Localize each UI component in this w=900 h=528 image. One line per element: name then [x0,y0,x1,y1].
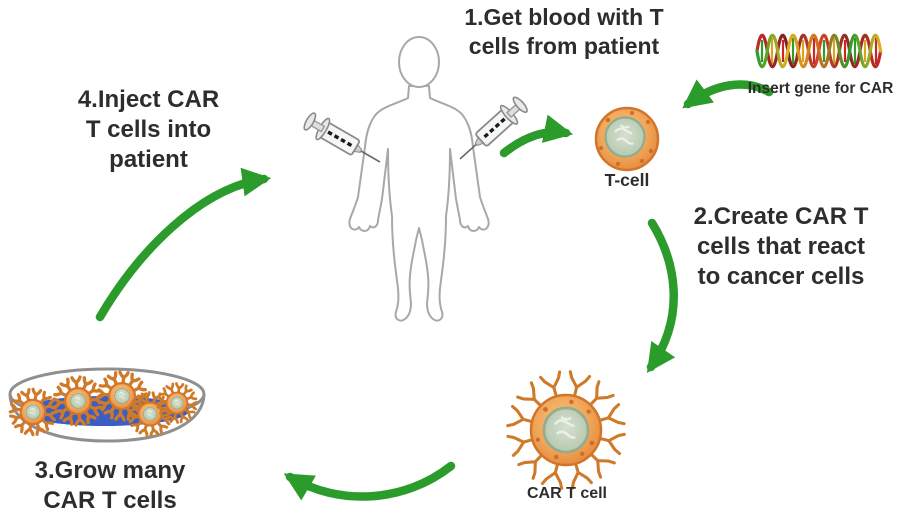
t-cell-caption: T-cell [604,170,650,190]
human-body-icon [348,36,490,322]
grown-car-t-cells [7,370,199,441]
petri-dish-icon [7,367,206,443]
t-cell-icon [594,106,660,172]
dna-helix-icon [755,33,883,69]
step-1-label: 1.Get blood with T cells from patient [464,4,664,59]
arrow-cart-to-dish [283,461,456,501]
car-t-cell-icon [496,360,636,500]
arrow-patient-to-tcell [499,114,574,158]
dna-caption: Insert gene for CAR [747,80,894,97]
arrow-dish-to-patient [95,167,272,322]
step-3-label: 3.Grow many CAR T cells [34,457,186,514]
arrow-gene-to-tcell [682,79,774,109]
step-2-label: 2.Create CAR T cells that react to cance… [693,203,869,290]
head [398,36,440,88]
arrow-tcell-to-cart [646,218,678,373]
car-t-cell-caption: CAR T cell [526,485,607,502]
step-4-label: 4.Inject CAR T cells into patient [77,86,220,173]
cycle-arrows [95,79,774,501]
